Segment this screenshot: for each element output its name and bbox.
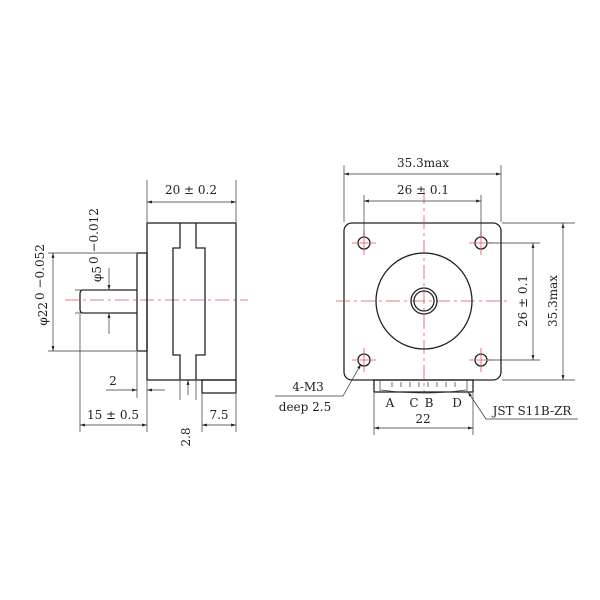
flange xyxy=(136,252,148,352)
pin-label: B xyxy=(425,396,434,410)
shaft-dia-tol: 0 −0.012 xyxy=(87,208,101,264)
connector-spec: JST S11B-ZR xyxy=(491,404,573,418)
flange-dia-dim: φ22 xyxy=(36,302,50,326)
flange-height-dim: 2 xyxy=(109,374,117,388)
hub-outer xyxy=(410,287,438,315)
shaft-end xyxy=(413,290,435,312)
front-view: A C B D 35.3max 26 ± 0.1 26 ± 0.1 35.3ma… xyxy=(275,156,578,435)
pin-label: D xyxy=(452,396,462,410)
height-dim: 35.3max xyxy=(546,275,560,327)
shaft xyxy=(79,289,137,314)
hole-spacing-h: 26 ± 0.1 xyxy=(397,183,449,197)
stator-slot xyxy=(172,223,206,380)
pin-label: C xyxy=(409,396,418,410)
mounting-holes xyxy=(352,231,493,372)
hole-spec: 4-M3 xyxy=(292,380,324,394)
connector-width-dim: 22 xyxy=(415,412,430,426)
motor-face xyxy=(343,222,502,381)
width-dim: 35.3max xyxy=(397,156,449,170)
hole-depth: deep 2.5 xyxy=(279,400,331,414)
pilot-boss xyxy=(375,252,473,350)
length-dim: 20 ± 0.2 xyxy=(165,183,217,197)
side-view: 20 ± 0.2 φ22 0 −0.052 φ5 0 −0.012 2 15 ±… xyxy=(33,180,248,447)
slot-dim: 2.8 xyxy=(179,427,193,446)
bottom-tab xyxy=(201,379,237,394)
shaft-dia-dim: φ5 xyxy=(90,266,104,282)
tab-dim: 7.5 xyxy=(209,408,228,422)
pin-label: A xyxy=(385,396,395,410)
connector xyxy=(373,379,474,394)
flange-dia-tol: 0 −0.052 xyxy=(33,244,47,300)
shaft-length-dim: 15 ± 0.5 xyxy=(87,408,139,422)
hole-spacing-v: 26 ± 0.1 xyxy=(516,275,530,327)
motor-body xyxy=(146,222,237,381)
